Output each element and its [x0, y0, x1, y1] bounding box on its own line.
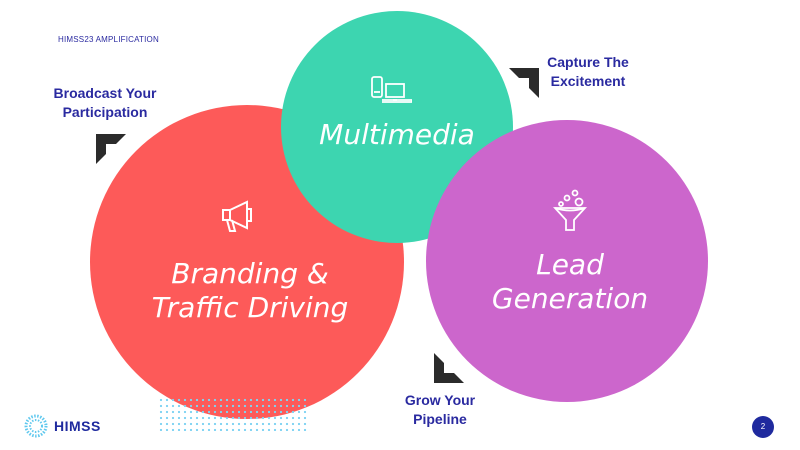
- arrow-up-left-icon: [96, 134, 126, 164]
- callout-broadcast: Broadcast Your Participation: [30, 84, 180, 122]
- callout-grow-line1: Grow Your: [404, 392, 476, 408]
- himss-logo-mark-icon: [24, 414, 48, 438]
- megaphone-icon: [222, 200, 252, 232]
- branding-title: Branding & Traffic Driving: [110, 257, 390, 324]
- callout-grow: Grow Your Pipeline: [380, 391, 500, 429]
- funnel-icon: [553, 189, 587, 231]
- callout-broadcast-line2: Participation: [62, 103, 148, 120]
- slide-header: HIMSS23 AMPLIFICATION: [58, 35, 159, 44]
- lead-title-line2: Generation: [491, 281, 649, 315]
- callout-capture: Capture The Excitement: [528, 53, 648, 91]
- arrow-up-right-icon: [509, 68, 539, 98]
- branding-title-line2: Traffic Driving: [151, 290, 349, 324]
- callout-broadcast-line1: Broadcast Your: [53, 85, 157, 101]
- decorative-dot-grid: [158, 397, 310, 431]
- arrow-down-left-icon: [434, 353, 464, 383]
- himss-logo: HIMSS: [24, 414, 101, 438]
- branding-title-line1: Branding &: [171, 257, 329, 290]
- callout-capture-line1: Capture The: [547, 54, 629, 70]
- multimedia-title: Multimedia: [319, 118, 475, 151]
- lead-generation-title: Lead Generation: [440, 248, 700, 315]
- callout-grow-line2: Pipeline: [413, 410, 467, 427]
- devices-icon: [371, 76, 412, 103]
- lead-title-line1: Lead: [536, 248, 604, 281]
- lead-generation-circle: [426, 120, 708, 402]
- page-number: 2: [752, 416, 774, 438]
- callout-capture-line2: Excitement: [550, 72, 626, 89]
- himss-logo-text: HIMSS: [54, 418, 101, 434]
